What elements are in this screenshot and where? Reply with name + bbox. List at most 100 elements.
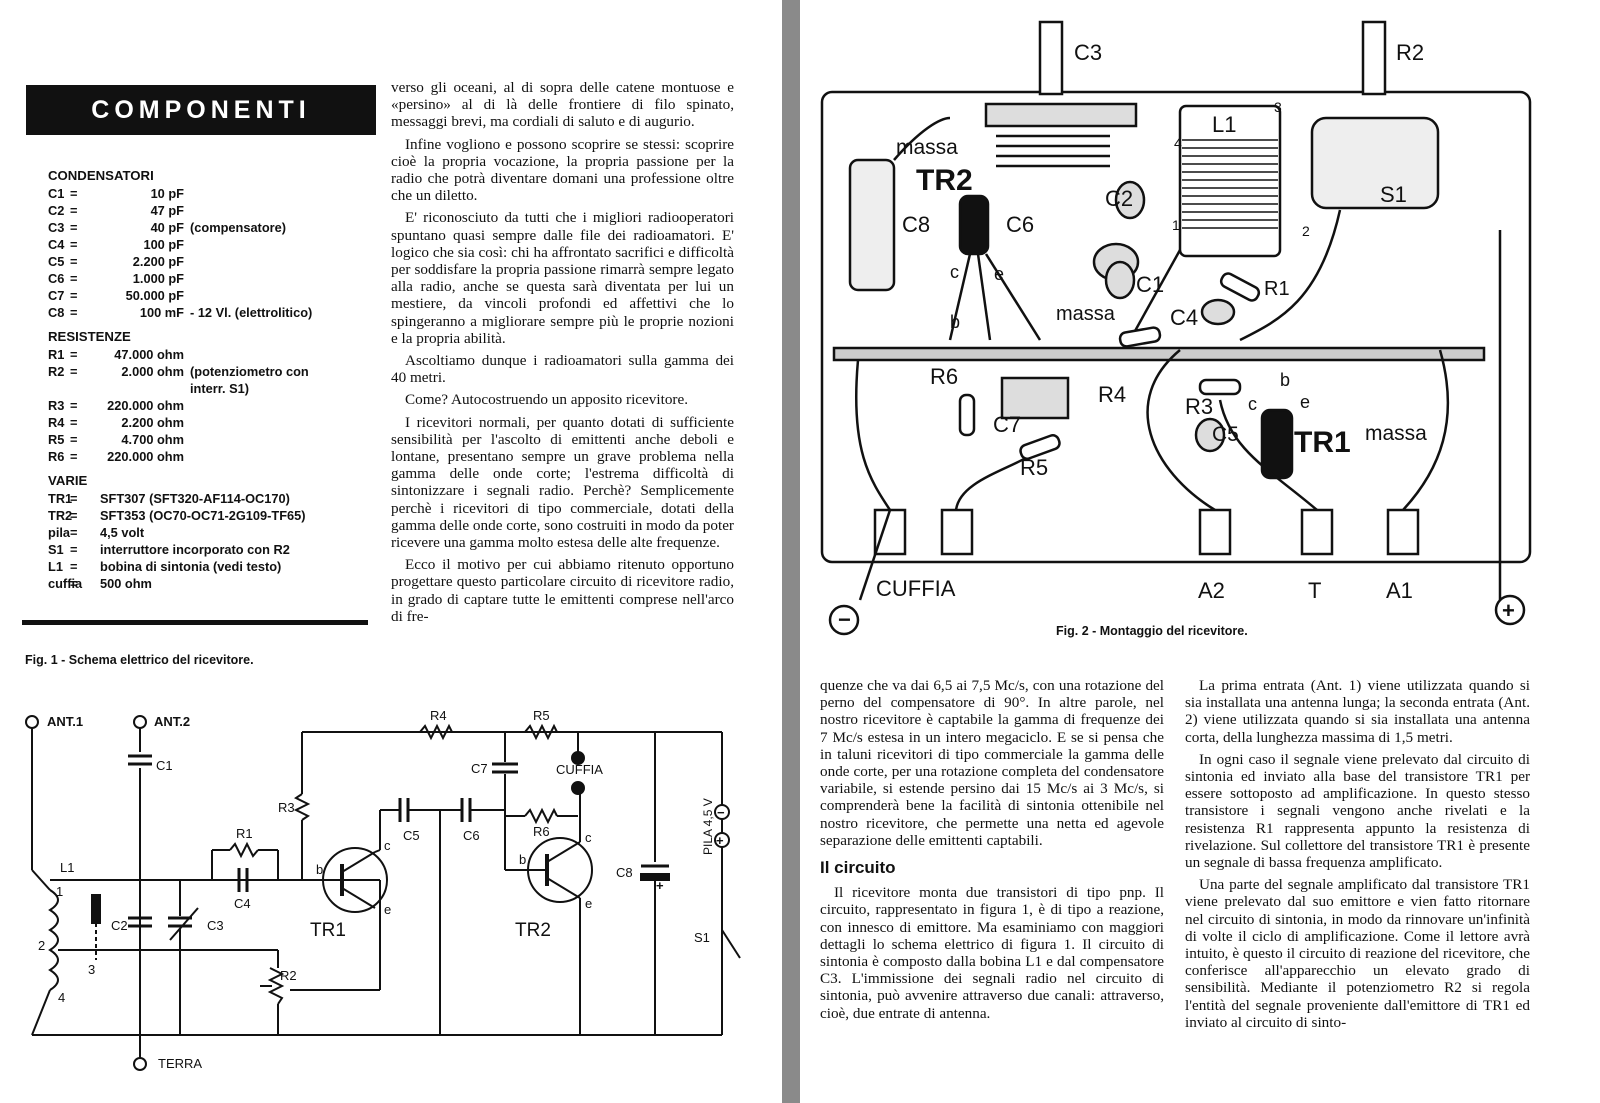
component-cell: 40 pF: [150, 220, 184, 235]
label-c7: C7: [471, 761, 488, 776]
page-gutter: [782, 0, 800, 1103]
paragraph: In ogni caso il segnale viene prelevato …: [1185, 750, 1530, 872]
component-cell: TR1: [48, 491, 73, 506]
asm-tr1-b: b: [1280, 370, 1290, 390]
component-row: C1=10 pF: [48, 185, 378, 202]
asm-n4: 4: [1174, 135, 1182, 151]
component-cell: =: [70, 347, 78, 362]
component-cell: C6: [48, 271, 65, 286]
component-cell: L1: [48, 559, 63, 574]
label-pin4: 4: [58, 990, 65, 1005]
asm-tr2-c: c: [950, 262, 959, 282]
component-cell: bobina di sintonia (vedi testo): [100, 559, 282, 574]
label-ant1: ANT.1: [47, 714, 83, 729]
paragraph: Ecco il motivo per cui abbiamo ritenuto …: [391, 556, 734, 625]
text-column-3: La prima entrata (Ant. 1) viene utilizza…: [1185, 677, 1530, 1036]
paragraph: E' riconosciuto da tutti che i migliori …: [391, 209, 734, 347]
component-row: TR1=SFT307 (SFT320-AF114-OC170): [48, 490, 378, 507]
label-c6: C6: [463, 828, 480, 843]
component-cell: 100 mF: [139, 305, 184, 320]
component-row: R6=220.000 ohm: [48, 448, 378, 465]
component-row: C6=1.000 pF: [48, 270, 378, 287]
asm-tr1-e: e: [1300, 392, 1310, 412]
label-s1: S1: [694, 930, 710, 945]
asm-a2: A2: [1198, 578, 1225, 603]
component-cell: R2: [48, 364, 65, 379]
label-tr2-b: b: [519, 852, 526, 867]
component-cell: =: [70, 254, 78, 269]
component-cell: - 12 Vl. (elettrolitico): [190, 305, 313, 320]
component-cell: (compensatore): [190, 220, 286, 235]
fig1-caption: Fig. 1 - Schema elettrico del ricevitore…: [25, 653, 254, 667]
component-cell: =: [70, 432, 78, 447]
component-cell: R6: [48, 449, 65, 464]
component-cell: C5: [48, 254, 65, 269]
component-cell: [100, 380, 190, 397]
paragraph: I ricevitori normali, per quanto dotati …: [391, 413, 734, 552]
component-cell: =: [70, 220, 78, 235]
paragraph: Il ricevitore monta due transistori di t…: [820, 884, 1164, 1022]
label-tr2-c: c: [585, 830, 592, 845]
component-cell: =: [70, 508, 78, 523]
asm-massa-1: massa: [896, 136, 958, 159]
component-row: R2=2.000 ohm(potenziometro con: [48, 363, 378, 380]
component-row: TR2=SFT353 (OC70-OC71-2G109-TF65): [48, 507, 378, 524]
label-tr2: TR2: [515, 920, 551, 941]
schematic-diagram: ANT.1 ANT.2 C1 C2 C3 C4 C5 C6 C7 C8 R1 R…: [25, 708, 741, 1071]
text-column-1: verso gli oceani, al di sopra delle cate…: [391, 79, 734, 630]
component-cell: [48, 380, 70, 397]
caption-rule: [22, 620, 368, 625]
component-row: R4=2.200 ohm: [48, 414, 378, 431]
assembly-diagram: C3 R2 massa TR2 C8 C6 C2 L1 S1 C1 R1 C4 …: [820, 20, 1532, 636]
label-tr1-e: e: [384, 902, 391, 917]
component-cell: S1: [48, 542, 64, 557]
components-banner: COMPONENTI: [26, 85, 376, 135]
label-r6: R6: [533, 824, 550, 839]
component-cell: R1: [48, 347, 65, 362]
asm-l1: L1: [1212, 112, 1236, 137]
component-row: C2=47 pF: [48, 202, 378, 219]
asm-cuffia: CUFFIA: [876, 576, 956, 601]
paragraph: Come? Autocostruendo un apposito ricevit…: [405, 391, 689, 409]
label-pila: PILA 4,5 V: [701, 798, 715, 855]
component-cell: (potenziometro con: [190, 364, 309, 379]
component-cell: 47 pF: [150, 203, 184, 218]
component-row: interr. S1): [48, 380, 378, 397]
component-cell: 1.000 pF: [132, 271, 184, 286]
label-c8-plus: +: [656, 878, 664, 893]
component-row: cuffia=500 ohm: [48, 575, 378, 592]
asm-c3: C3: [1074, 40, 1102, 65]
label-r3: R3: [278, 800, 295, 815]
fig2-caption: Fig. 2 - Montaggio del ricevitore.: [1056, 624, 1248, 638]
label-r4: R4: [430, 708, 447, 723]
components-group-heading: RESISTENZE: [48, 329, 131, 344]
components-group-heading: VARIE: [48, 473, 88, 488]
component-cell: R5: [48, 432, 65, 447]
component-cell: =: [70, 288, 78, 303]
asm-c4: C4: [1170, 305, 1198, 330]
label-r1: R1: [236, 826, 253, 841]
component-cell: interruttore incorporato con R2: [100, 542, 290, 557]
label-tr1: TR1: [310, 920, 346, 941]
asm-r5: R5: [1020, 455, 1048, 480]
component-cell: =: [70, 237, 78, 252]
component-cell: 47.000 ohm: [114, 347, 184, 362]
label-c2: C2: [111, 918, 128, 933]
asm-tr2: TR2: [916, 164, 973, 197]
component-cell: =: [70, 305, 78, 320]
asm-n3: 3: [1274, 99, 1282, 115]
asm-c6: C6: [1006, 212, 1034, 237]
component-cell: 2.000 ohm: [121, 364, 184, 379]
asm-r6: R6: [930, 364, 958, 389]
asm-tr2-e: e: [994, 264, 1004, 284]
component-cell: =: [70, 491, 78, 506]
component-cell: C2: [48, 203, 65, 218]
component-row: R5=4.700 ohm: [48, 431, 378, 448]
component-row: pila=4,5 volt: [48, 524, 378, 541]
component-cell: =: [70, 542, 78, 557]
asm-c8: C8: [902, 212, 930, 237]
component-row: S1 = interruttore incorporato con R2: [48, 541, 378, 558]
heading-circuito: Il circuito: [820, 858, 896, 878]
